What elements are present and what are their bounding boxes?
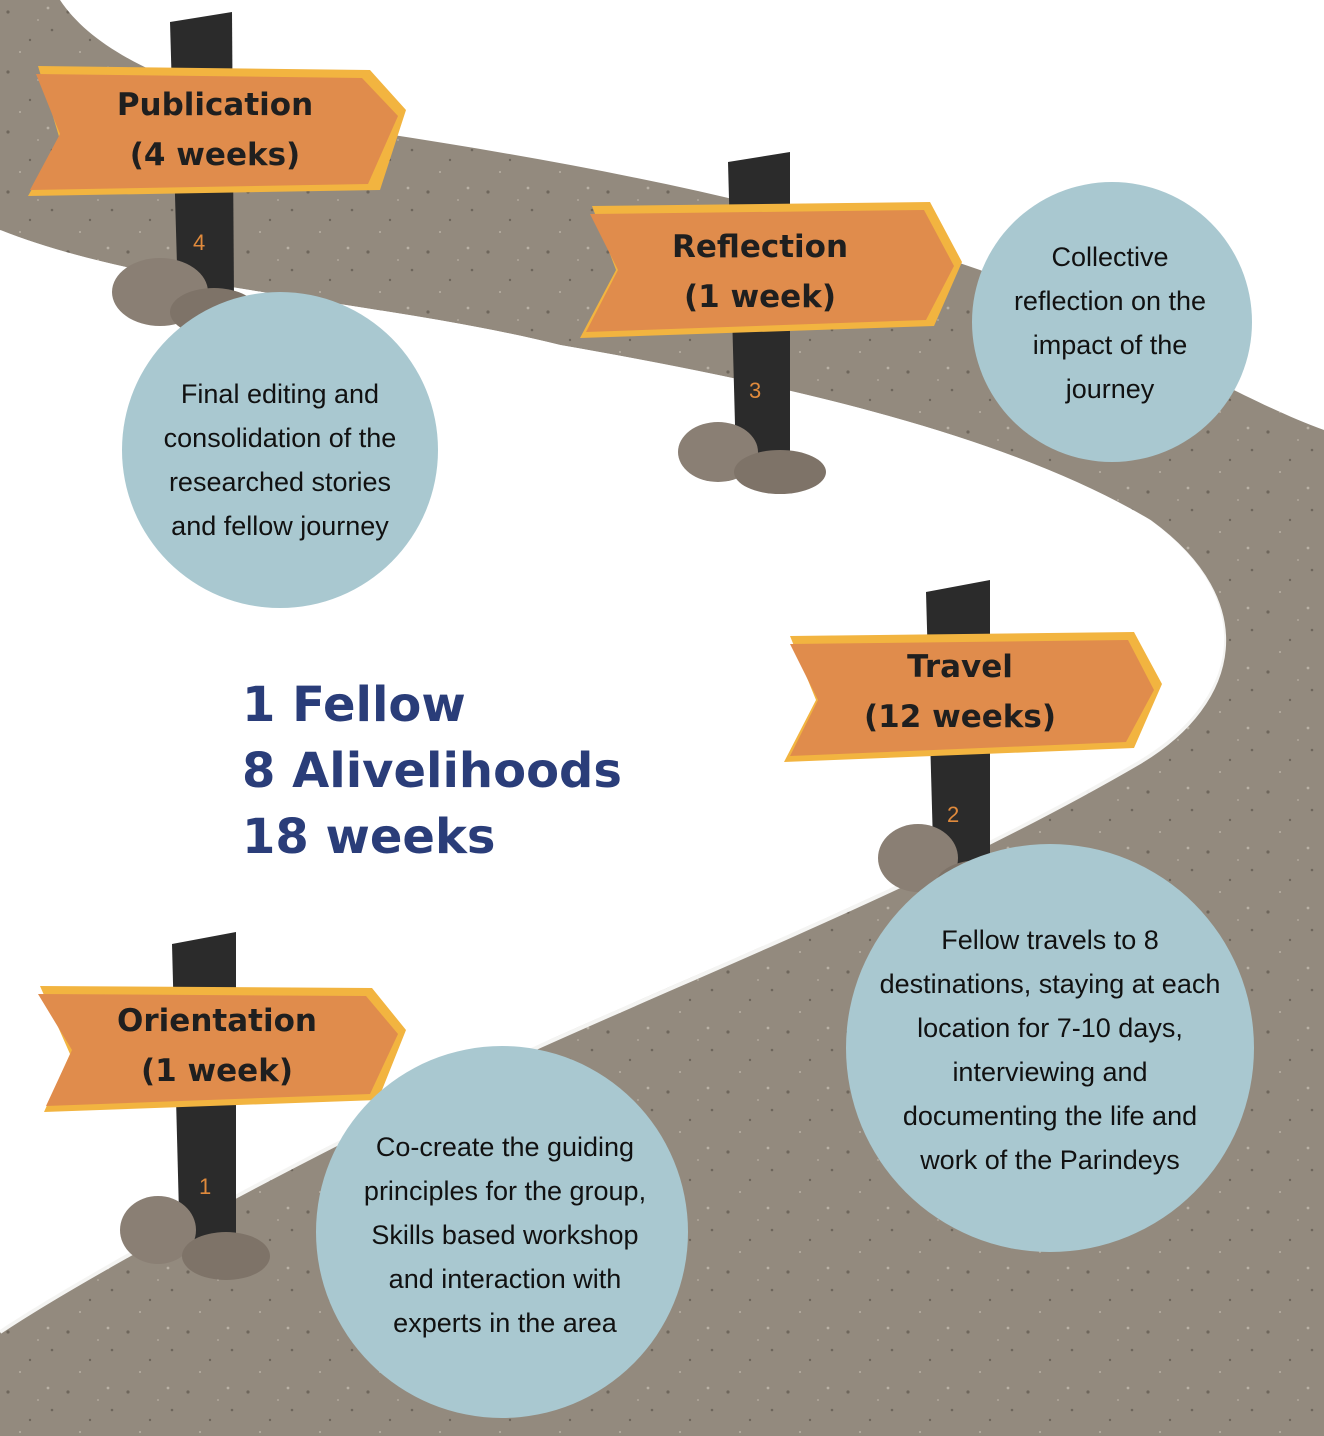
summary-weeks: 18 weeks — [242, 809, 496, 865]
stage-1-number: 1 — [199, 1174, 212, 1199]
stage-2-number: 2 — [947, 802, 960, 827]
stage-2-duration: (12 weeks) — [863, 699, 1057, 735]
circle-3 — [972, 182, 1252, 462]
signpost-1 — [38, 932, 406, 1280]
stage-1-title: Orientation — [117, 1003, 317, 1039]
signpost-4 — [28, 12, 406, 336]
stage-1-label: Orientation (1 week) — [62, 996, 372, 1096]
summary-block: 1 Fellow 8 Alivelihoods 18 weeks — [242, 672, 622, 870]
stage-3-title: Reflection — [671, 229, 849, 265]
circle-4 — [122, 292, 438, 608]
circle-2 — [846, 844, 1254, 1252]
stage-3-duration: (1 week) — [683, 279, 836, 315]
stage-4-label: Publication (4 weeks) — [60, 80, 370, 180]
stage-1-duration: (1 week) — [140, 1053, 293, 1089]
stage-2-title: Travel — [907, 649, 1013, 685]
stage-3-description: Collective reflection on the impact of t… — [1013, 242, 1207, 404]
stage-3-number: 3 — [749, 378, 762, 403]
circle-1 — [316, 1046, 688, 1418]
summary-alivelihoods: 8 Alivelihoods — [242, 743, 622, 799]
stage-4-title: Publication — [116, 87, 314, 123]
stage-3-label: Reflection (1 week) — [610, 222, 910, 322]
stage-4-number: 4 — [193, 230, 206, 255]
stage-2-label: Travel (12 weeks) — [810, 642, 1110, 742]
stage-4-description: Final editing and consolidation of the r… — [163, 379, 397, 541]
stage-4-duration: (4 weeks) — [129, 137, 301, 173]
summary-fellows: 1 Fellow — [242, 677, 466, 733]
signpost-3 — [580, 152, 962, 494]
stage-1-description: Co-create the guiding principles for the… — [363, 1132, 647, 1338]
stage-2-description: Fellow travels to 8 destinations, stayin… — [879, 925, 1221, 1175]
